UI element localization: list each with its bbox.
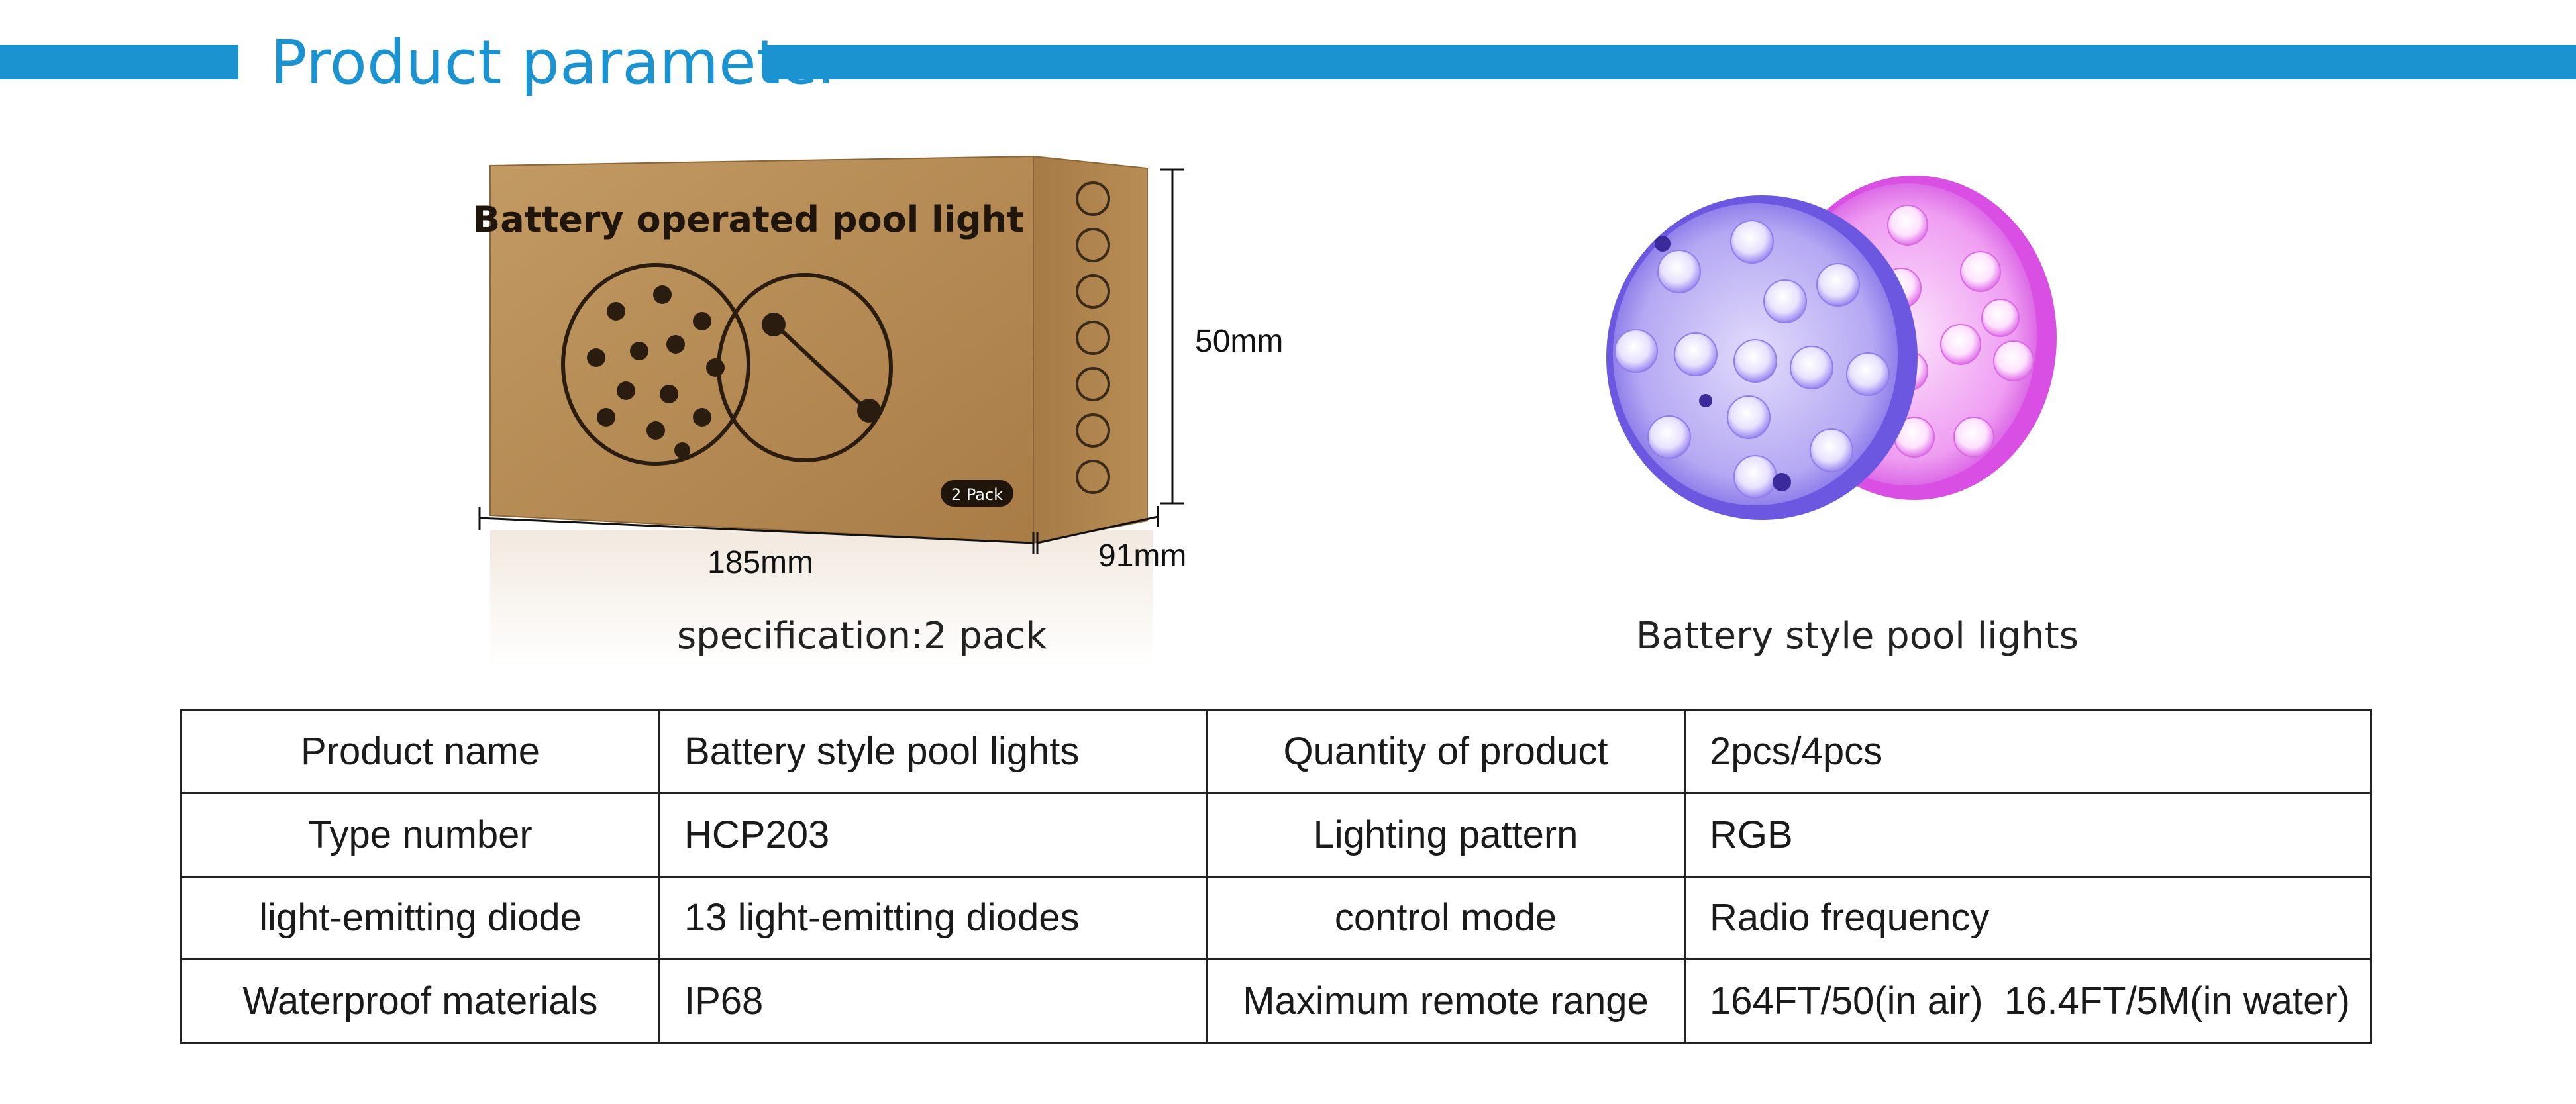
spec-table: Product name Battery style pool lights Q… xyxy=(180,709,2372,1044)
spec-label: Lighting pattern xyxy=(1206,791,1686,878)
box-badge-text: 2 Pack xyxy=(951,485,1003,504)
box-print-text: Battery operated pool light xyxy=(473,199,1024,240)
spec-value: 164FT/50(in air) 16.4FT/5M(in water) xyxy=(1684,958,2372,1044)
product-box-illustration: Battery operated pool light 2 Pack xyxy=(473,155,1184,669)
spec-label: Type number xyxy=(180,791,660,878)
dimension-height-label: 50mm xyxy=(1195,324,1284,359)
spec-label: Waterproof materials xyxy=(180,958,660,1044)
spec-value: 13 light-emitting diodes xyxy=(658,875,1208,961)
left-figure-caption: specification:2 pack xyxy=(677,615,1047,658)
dimension-length-label: 185mm xyxy=(707,545,814,580)
spec-value: Radio frequency xyxy=(1684,875,2372,961)
spec-label: light-emitting diode xyxy=(180,875,660,961)
spec-value: HCP203 xyxy=(658,791,1208,878)
header-bar-left xyxy=(0,45,238,79)
dimension-depth-label: 91mm xyxy=(1098,538,1187,574)
pool-lights-photo xyxy=(1606,176,2057,520)
spec-label: Quantity of product xyxy=(1206,709,1686,794)
spec-value: RGB xyxy=(1684,791,2372,878)
page-title: Product parameter xyxy=(270,27,843,98)
spec-value: IP68 xyxy=(658,958,1208,1044)
table-row: Waterproof materials IP68 Maximum remote… xyxy=(180,958,2372,1044)
spec-label: Product name xyxy=(180,709,660,794)
table-row: Type number HCP203 Lighting pattern RGB xyxy=(180,791,2372,878)
header-bar-right xyxy=(766,45,2576,79)
spec-label: control mode xyxy=(1206,875,1686,961)
right-figure-caption: Battery style pool lights xyxy=(1636,615,2079,658)
table-row: Product name Battery style pool lights Q… xyxy=(180,709,2372,794)
spec-value: Battery style pool lights xyxy=(658,709,1208,794)
spec-value: 2pcs/4pcs xyxy=(1684,709,2372,794)
spec-label: Maximum remote range xyxy=(1206,958,1686,1044)
table-row: light-emitting diode 13 light-emitting d… xyxy=(180,875,2372,961)
